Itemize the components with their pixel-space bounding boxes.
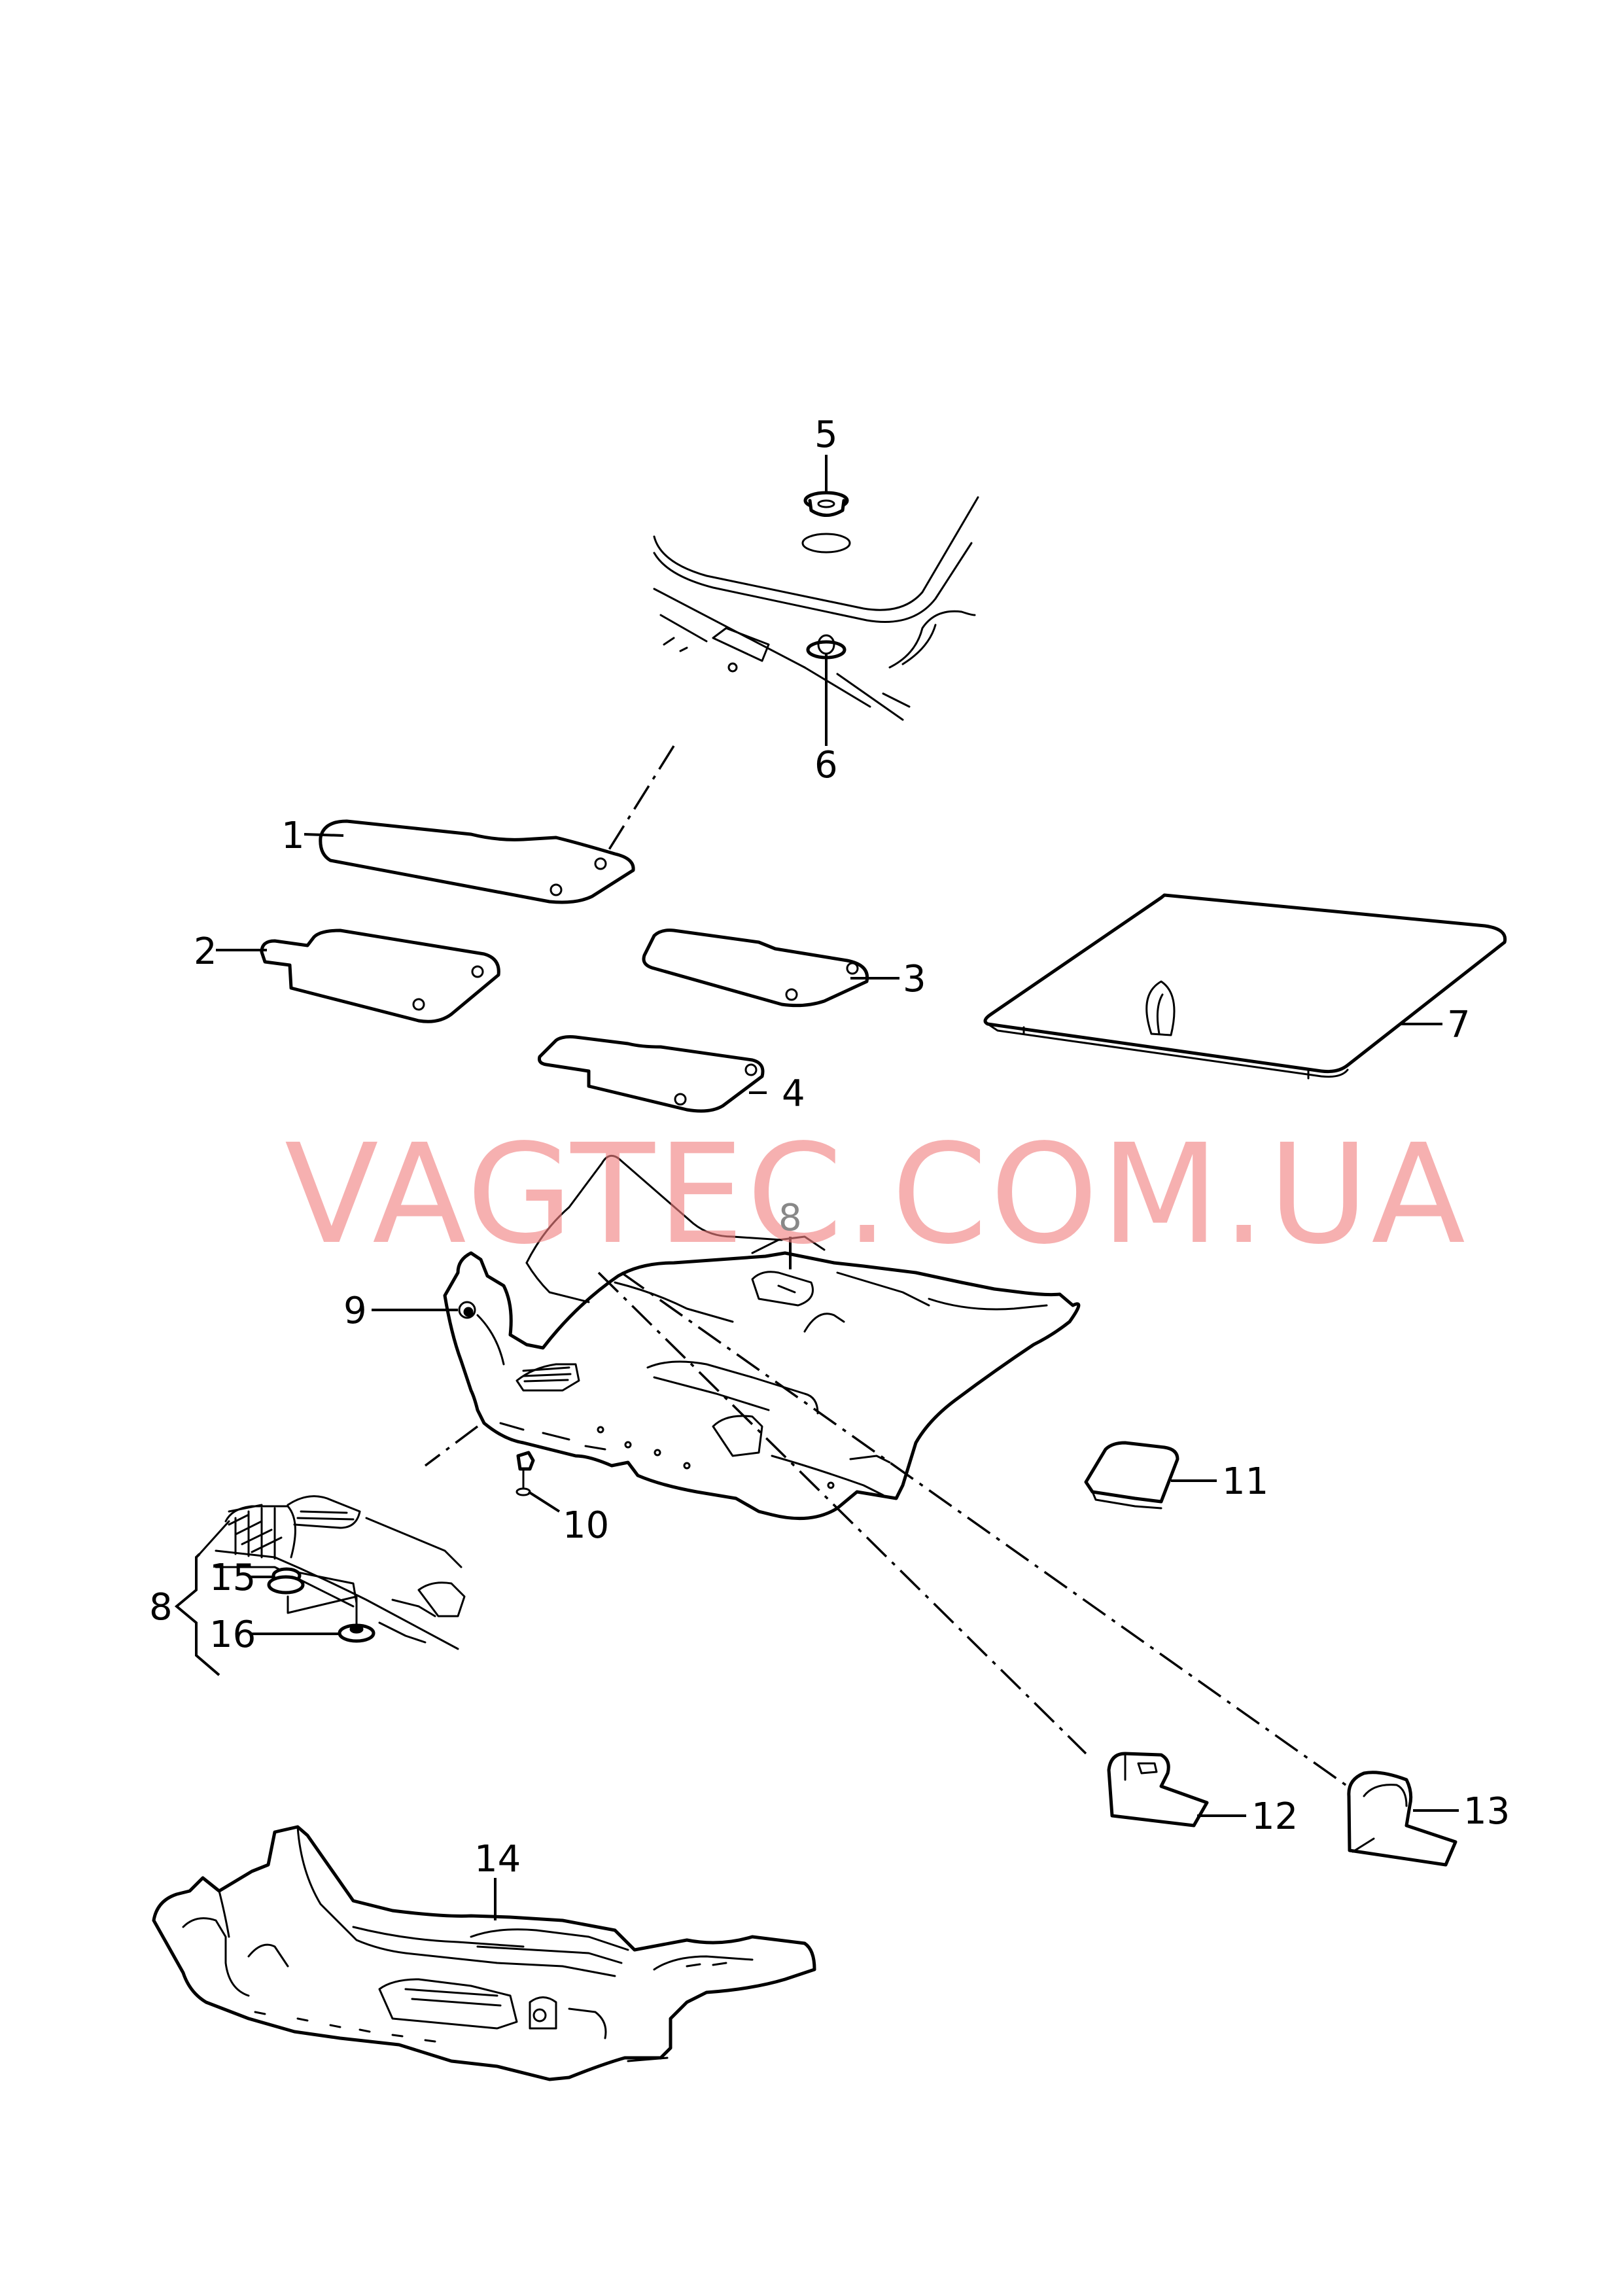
callout-6: 6 <box>814 744 838 786</box>
callout-7: 7 <box>1447 1004 1471 1046</box>
callout-8-main: 8 <box>778 1197 802 1239</box>
cover-13 <box>1347 1771 1457 1867</box>
callout-8-detail: 8 <box>149 1586 173 1629</box>
floor-mat-4 <box>538 1035 765 1113</box>
callout-10: 10 <box>563 1504 609 1547</box>
callout-9: 9 <box>343 1290 367 1332</box>
grommet-6 <box>806 634 846 660</box>
floor-covering-8 <box>443 1154 1081 1521</box>
callout-3: 3 <box>903 958 926 1000</box>
floor-mat-2 <box>260 928 500 1023</box>
grommet-5 <box>801 491 851 554</box>
body-floor-detail <box>653 496 979 721</box>
watermark-text: VAGTEC.COM.UA <box>285 1114 1468 1275</box>
callout-16: 16 <box>209 1614 256 1656</box>
callout-1: 1 <box>281 815 305 857</box>
callout-15: 15 <box>209 1557 256 1599</box>
cover-11 <box>1084 1441 1179 1510</box>
floor-covering-14 <box>152 1825 816 2081</box>
callout-labels: 1 2 3 4 5 6 7 8 9 10 11 12 13 14 8 15 16 <box>149 414 1510 1881</box>
callout-13: 13 <box>1463 1790 1510 1833</box>
callout-5: 5 <box>814 414 838 456</box>
relation-lines <box>424 745 1349 1788</box>
callout-4: 4 <box>782 1072 805 1115</box>
callout-11: 11 <box>1222 1460 1268 1503</box>
callout-2: 2 <box>194 930 217 973</box>
clip-10 <box>515 1451 535 1496</box>
floor-mat-3 <box>642 928 869 1008</box>
callout-12: 12 <box>1251 1795 1298 1838</box>
floor-mat-1 <box>319 819 635 904</box>
cover-12 <box>1107 1752 1209 1828</box>
detail-view-8 <box>174 1495 466 1676</box>
leader-lines <box>216 455 1459 1920</box>
callout-14: 14 <box>474 1838 521 1881</box>
luggage-compartment-mat-7 <box>983 893 1507 1080</box>
